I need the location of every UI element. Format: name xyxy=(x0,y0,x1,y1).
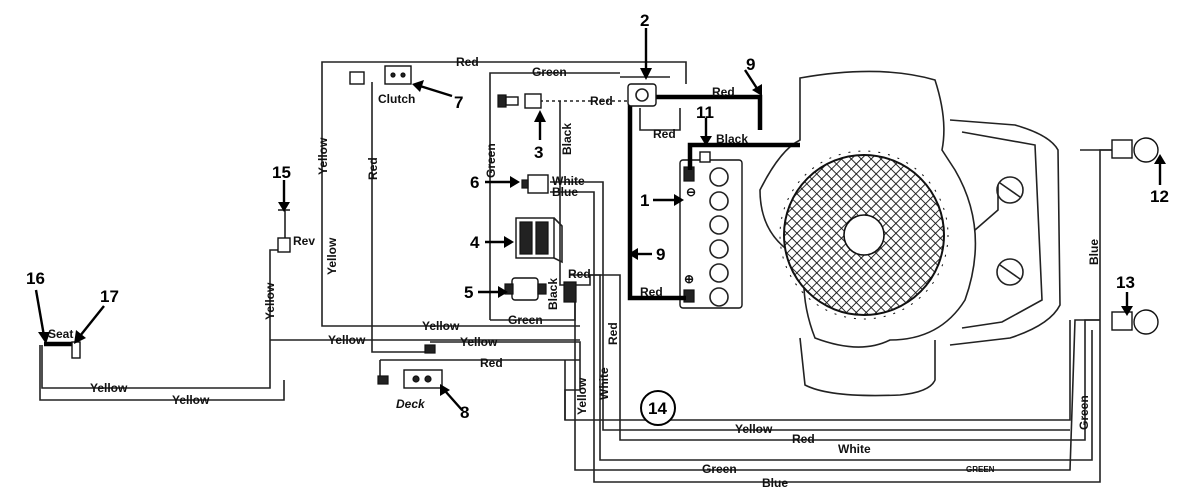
wire-label-black-3: Black xyxy=(560,123,574,155)
headlight-13 xyxy=(1111,309,1159,335)
callout-7: 7 xyxy=(454,93,463,112)
wire-label-green-bottom: Green xyxy=(702,462,737,476)
wire-label-red-vertical-right: Red xyxy=(606,322,620,345)
wire-label-yellow-vertical-right: Yellow xyxy=(575,377,589,415)
wire-label-red-battery: Red xyxy=(640,285,663,299)
wire-label-green-bottom-left: Green xyxy=(508,313,543,327)
wire-label-red-deck: Red xyxy=(480,356,503,370)
wire-label-green-small: GREEN xyxy=(966,465,995,474)
rev-label: Rev xyxy=(293,234,315,248)
wire-label-yellow-rev-vertical: Yellow xyxy=(263,282,277,320)
callout-arrows xyxy=(34,28,1166,411)
battery-negative-symbol: ⊖ xyxy=(686,185,696,199)
wire-label-black-5: Black xyxy=(546,278,560,310)
wire-label-red-clutch-vertical: Red xyxy=(366,157,380,180)
wire-labels: Red Green Red Red Red Black Black Green … xyxy=(90,55,1101,490)
clutch-connector xyxy=(349,65,412,85)
wire-label-blue-6: Blue xyxy=(552,185,578,199)
wire-label-white-6: White xyxy=(552,174,585,188)
connector-block xyxy=(563,281,577,303)
callout-9-top: 9 xyxy=(746,55,755,74)
callout-13: 13 xyxy=(1116,273,1135,292)
battery: ⊖ ⊕ xyxy=(679,151,743,309)
wire-label-yellow-seat-2: Yellow xyxy=(172,393,210,407)
seat-label: Seat xyxy=(48,327,73,341)
callout-4: 4 xyxy=(470,233,480,252)
callout-1: 1 xyxy=(640,191,649,210)
callout-6: 6 xyxy=(470,173,479,192)
callout-3: 3 xyxy=(534,143,543,162)
solenoid xyxy=(620,76,670,107)
wire-label-yellow-h3: Yellow xyxy=(460,335,498,349)
callout-9-bottom: 9 xyxy=(656,245,665,264)
wire-label-red-bottom: Red xyxy=(792,432,815,446)
clutch-label: Clutch xyxy=(378,92,415,106)
engine xyxy=(759,70,1061,397)
callout-11: 11 xyxy=(696,103,714,122)
wire-label-red-under-solenoid: Red xyxy=(653,127,676,141)
callout-15: 15 xyxy=(272,163,291,182)
wire-label-yellow-clutch-vertical: Yellow xyxy=(316,137,330,175)
callout-14: 14 xyxy=(648,399,667,418)
callout-8: 8 xyxy=(460,403,469,422)
wire-label-red-5: Red xyxy=(568,267,591,281)
ignition-key-switch xyxy=(497,93,542,109)
component-labels: Clutch Rev Seat Deck xyxy=(48,92,426,411)
wire-label-yellow-h2: Yellow xyxy=(328,333,366,347)
callout-17: 17 xyxy=(100,287,119,306)
wire-label-white-bottom: White xyxy=(838,442,871,456)
wire-label-red-switch: Red xyxy=(590,94,613,108)
seat-switch xyxy=(44,341,81,359)
headlight-switch xyxy=(521,174,549,194)
wire-label-yellow-bottom: Yellow xyxy=(735,422,773,436)
battery-positive-symbol: ⊕ xyxy=(684,272,694,286)
ammeter xyxy=(515,217,563,264)
battery-cables xyxy=(627,94,800,301)
callout-16: 16 xyxy=(26,269,45,288)
wire-label-green-top: Green xyxy=(532,65,567,79)
wire-label-red-9: Red xyxy=(712,85,735,99)
headlight-12 xyxy=(1111,137,1159,163)
callout-numbers: 2 9 11 3 7 6 4 5 1 9 8 12 13 15 16 17 14 xyxy=(26,11,1169,426)
wire-label-yellow-h1: Yellow xyxy=(422,319,460,333)
callout-12: 12 xyxy=(1150,187,1169,206)
callout-2: 2 xyxy=(640,11,649,30)
wire-label-green-right: Green xyxy=(1077,395,1091,430)
wire-label-yellow-middle-vertical: Yellow xyxy=(325,237,339,275)
callout-5: 5 xyxy=(464,283,473,302)
callout-14-circle xyxy=(640,390,676,426)
starter-switch xyxy=(504,277,547,301)
wire-label-white-vertical: White xyxy=(597,367,611,400)
deck-label: Deck xyxy=(396,397,426,411)
deck-switch xyxy=(377,344,443,389)
wire-label-green-vertical: Green xyxy=(484,143,498,178)
wire-label-black-11: Black xyxy=(716,132,748,146)
wire-label-red-top: Red xyxy=(456,55,479,69)
wire-label-blue-bottom: Blue xyxy=(762,476,788,490)
wire-label-blue-right: Blue xyxy=(1087,239,1101,265)
flywheel-screen xyxy=(779,150,949,320)
rev-switch xyxy=(277,209,291,253)
wire-label-yellow-seat-1: Yellow xyxy=(90,381,128,395)
